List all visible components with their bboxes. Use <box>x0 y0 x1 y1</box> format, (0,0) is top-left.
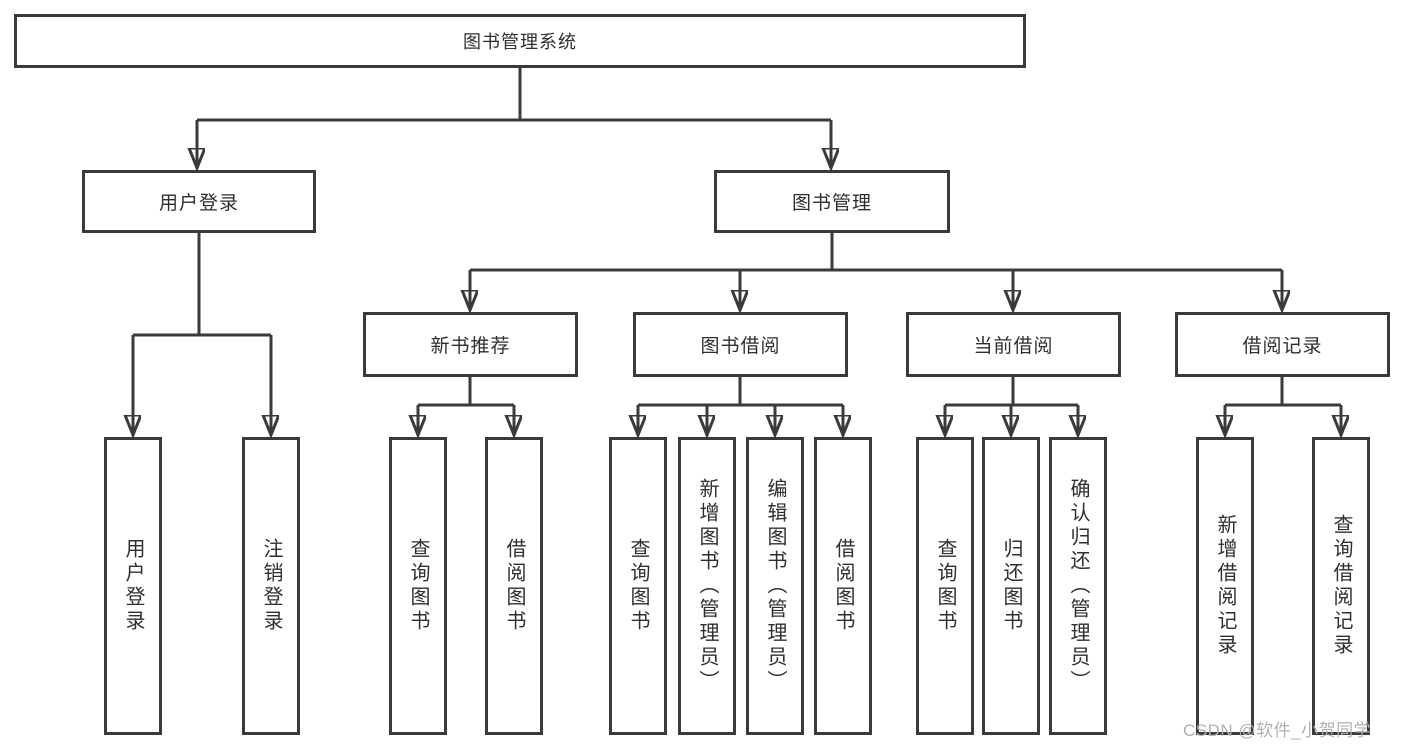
csdn-watermark: CSDN @软件_小贺同学 <box>1183 721 1372 740</box>
leaf-query-borrow-record: 查询借阅记录 <box>1312 437 1370 735</box>
node-borrow-records: 借阅记录 <box>1175 312 1390 377</box>
leaf-query-books-current: 查询图书 <box>916 437 974 735</box>
node-root-system: 图书管理系统 <box>14 14 1026 68</box>
node-current-borrow: 当前借阅 <box>906 312 1121 377</box>
leaf-confirm-return-admin: 确认归还（管理员） <box>1049 437 1107 735</box>
leaf-borrow-books-recommend: 借阅图书 <box>485 437 543 735</box>
node-user-login: 用户登录 <box>82 170 316 233</box>
node-book-management: 图书管理 <box>714 170 950 233</box>
leaf-return-books: 归还图书 <box>982 437 1040 735</box>
leaf-query-books-recommend: 查询图书 <box>389 437 447 735</box>
leaf-user-login: 用户登录 <box>104 437 162 735</box>
leaf-edit-books-admin: 编辑图书（管理员） <box>746 437 804 735</box>
leaf-borrow-books: 借阅图书 <box>814 437 872 735</box>
node-new-book-recommend: 新书推荐 <box>363 312 578 377</box>
leaf-logout: 注销登录 <box>242 437 300 735</box>
leaf-query-books-borrow: 查询图书 <box>609 437 667 735</box>
leaf-add-borrow-record: 新增借阅记录 <box>1196 437 1254 735</box>
leaf-add-books-admin: 新增图书（管理员） <box>678 437 736 735</box>
node-book-borrow: 图书借阅 <box>633 312 848 377</box>
